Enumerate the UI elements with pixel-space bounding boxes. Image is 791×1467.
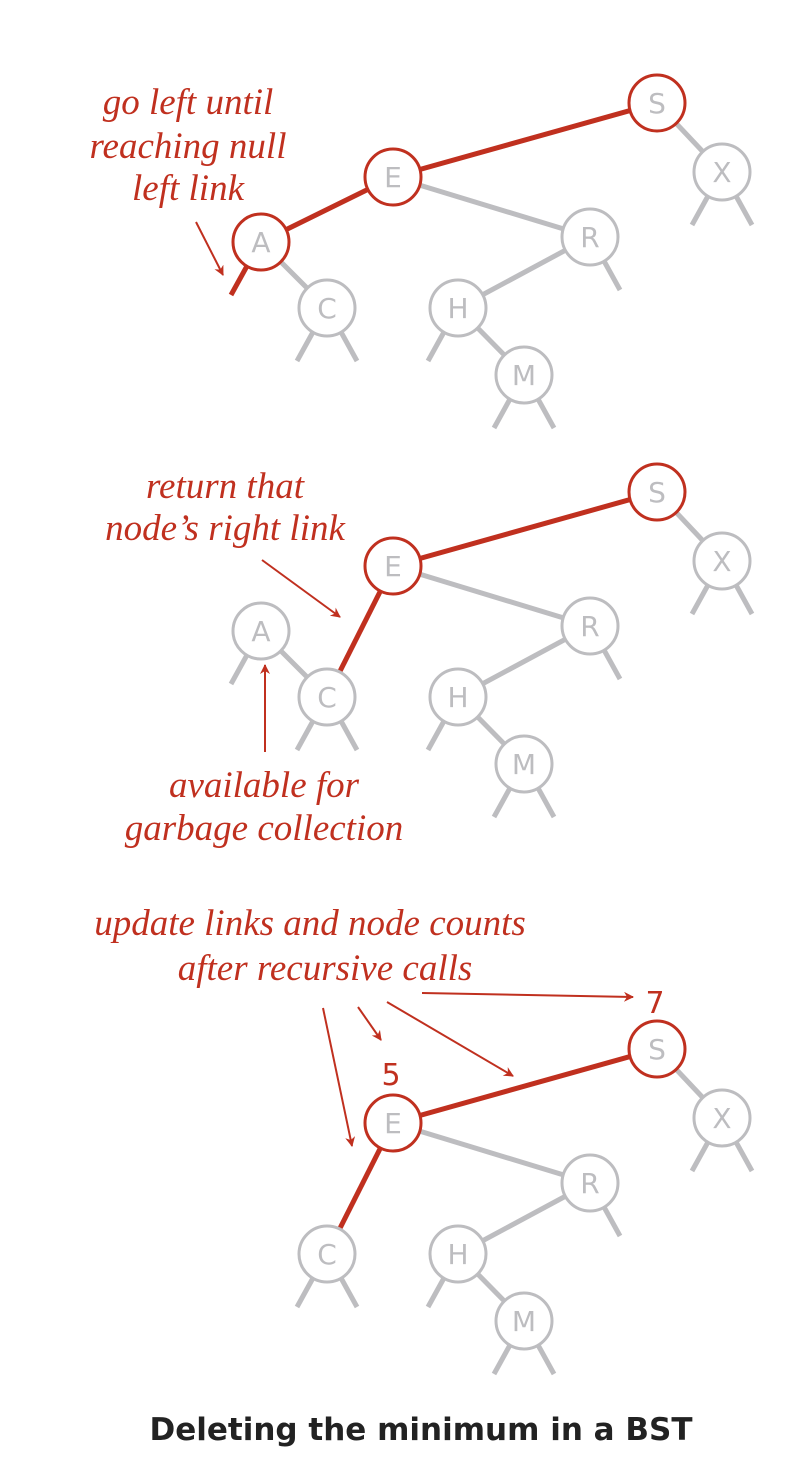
annotation-update-line2: after recursive calls [178,948,473,989]
node-R: R [560,596,620,656]
annotation-return-line1: return that [146,466,306,507]
node-A: A [231,601,291,661]
arrow-to-link-e-c [322,1007,356,1147]
node-label: R [580,610,599,643]
node-S: S [627,462,687,522]
node-label: X [712,156,731,189]
null-link-C-R [338,1276,360,1309]
null-link-A-L [228,264,250,297]
null-link-R-R [601,648,623,681]
node-E: E [363,1093,423,1153]
node-label: S [648,1033,666,1066]
arrow-to-null-link [195,221,224,276]
node-label: R [580,221,599,254]
null-link-M-L [491,397,513,430]
node-label: M [512,1305,536,1338]
node-label: H [447,1238,468,1271]
null-link-M-L [491,786,513,819]
node-label: A [251,226,270,259]
arrow-to-link-s-e [386,1001,514,1077]
node-H: H [428,1224,488,1284]
annotation-return-line2: node’s right link [105,508,345,549]
node-label: C [317,292,337,325]
node-label: S [648,87,666,120]
tree-panel-3: S E C R H M X [294,1019,755,1376]
link-S-E [392,1046,658,1126]
node-S: S [627,73,687,133]
annotation-go-left-line2: reaching null [90,126,287,167]
link-S-E [392,489,658,569]
node-label: C [317,1238,337,1271]
null-link-H-L [425,719,447,752]
node-X: X [692,531,752,591]
annotation-go-left-line1: go left until [103,82,274,123]
link-S-E [392,100,658,180]
arrow-to-count-s [421,991,634,1002]
tree-panel-2: S E A C R H M X [228,462,755,819]
null-link-M-R [535,1343,557,1376]
null-link-C-L [294,330,316,363]
node-E: E [363,536,423,596]
node-label: X [712,545,731,578]
node-H: H [428,278,488,338]
null-link-M-R [535,397,557,430]
null-link-M-R [535,786,557,819]
node-X: X [692,1088,752,1148]
node-label: C [317,681,337,714]
null-link-C-R [338,719,360,752]
annotation-garbage-line1: available for [169,765,360,806]
null-link-R-R [601,1205,623,1238]
link-E-R [392,1120,591,1186]
node-R: R [560,1153,620,1213]
link-E-R [392,174,591,240]
null-link-X-L [689,194,711,227]
annotation-garbage-line2: garbage collection [125,808,403,849]
node-R: R [560,207,620,267]
node-label: H [447,292,468,325]
node-label: E [384,1107,402,1140]
node-label: X [712,1102,731,1135]
annotation-go-left-line3: left link [132,168,245,209]
null-link-H-L [425,330,447,363]
node-H: H [428,667,488,727]
null-link-H-L [425,1276,447,1309]
node-C: C [297,667,357,727]
null-link-X-R [733,1140,755,1173]
null-link-R-R [601,259,623,292]
node-count-s: 7 [645,986,664,1021]
null-link-X-L [689,1140,711,1173]
node-X: X [692,142,752,202]
node-C: C [297,1224,357,1284]
null-link-M-L [491,1343,513,1376]
null-link-X-R [733,583,755,616]
node-count-e: 5 [381,1058,400,1093]
node-E: E [363,147,423,207]
node-label: A [251,615,270,648]
annotation-update-line1: update links and node counts [94,903,526,944]
figure-caption: Deleting the minimum in a BST [150,1412,693,1448]
node-label: R [580,1167,599,1200]
null-link-C-L [294,719,316,752]
null-link-C-R [338,330,360,363]
node-label: M [512,359,536,392]
node-A: A [231,212,291,272]
node-M: M [494,345,554,405]
arrow-to-count-e [357,1006,382,1041]
node-label: S [648,476,666,509]
tree-panel-1: S E A C R H M X [228,73,755,430]
node-label: M [512,748,536,781]
node-M: M [494,734,554,794]
node-label: E [384,550,402,583]
null-link-A-L [228,653,250,686]
link-E-R [392,563,591,629]
arrow-to-right-link [261,559,341,618]
node-S: S [627,1019,687,1079]
node-M: M [494,1291,554,1351]
node-label: H [447,681,468,714]
null-link-X-R [733,194,755,227]
null-link-C-L [294,1276,316,1309]
null-link-X-L [689,583,711,616]
node-label: E [384,161,402,194]
node-C: C [297,278,357,338]
